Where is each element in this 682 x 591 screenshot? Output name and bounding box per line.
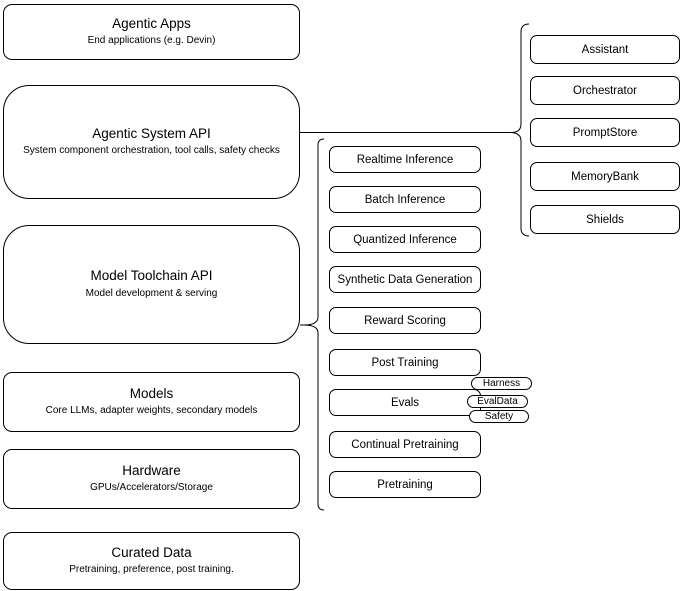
node-curated-data: Curated Data Pretraining, preference, po… [3,532,300,590]
component-label: Orchestrator [573,84,637,97]
service-label: Post Training [371,356,439,369]
service-label: Reward Scoring [364,314,446,327]
node-title: Model Toolchain API [90,268,213,284]
component-promptstore: PromptStore [530,118,680,147]
component-assistant: Assistant [530,35,680,64]
service-label: Realtime Inference [356,153,454,166]
node-models: Models Core LLMs, adapter weights, secon… [3,372,300,432]
component-label: MemoryBank [571,170,639,183]
component-label: PromptStore [572,126,638,139]
service-quantized-inference: Quantized Inference [329,226,481,253]
service-post-training: Post Training [329,349,481,376]
service-label: Quantized Inference [353,233,457,246]
node-subtitle: Pretraining, preference, post training. [69,564,234,576]
service-realtime-inference: Realtime Inference [329,146,481,173]
node-title: Curated Data [111,544,192,560]
component-memorybank: MemoryBank [530,162,680,191]
eval-component-evaldata: EvalData [467,395,528,408]
node-title: Models [129,385,174,401]
toolchain-services-bracket [303,138,325,511]
service-label: Continual Pretraining [351,438,459,451]
service-synthetic-data-generation: Synthetic Data Generation [329,266,481,293]
pill-label: Safety [484,410,514,422]
component-label: Shields [586,213,624,226]
service-batch-inference: Batch Inference [329,186,481,213]
node-title: Agentic Apps [112,15,191,31]
system-components-bracket [510,23,530,237]
node-subtitle: Model development & serving [85,287,218,299]
service-label: Batch Inference [364,193,446,206]
node-model-toolchain-api: Model Toolchain API Model development & … [3,225,300,344]
node-title: Agentic System API [92,125,211,141]
service-evals: Evals [329,389,481,416]
service-label: Evals [390,396,420,409]
eval-component-safety: Safety [469,410,529,423]
service-reward-scoring: Reward Scoring [329,307,481,334]
node-title: Hardware [122,462,181,478]
component-label: Assistant [581,43,629,56]
node-hardware: Hardware GPUs/Accelerators/Storage [3,449,300,509]
eval-component-harness: Harness [471,377,532,390]
service-pretraining: Pretraining [329,471,481,498]
node-agentic-apps: Agentic Apps End applications (e.g. Devi… [3,4,300,60]
node-subtitle: System component orchestration, tool cal… [23,145,280,157]
service-label: Synthetic Data Generation [337,273,473,286]
node-subtitle: GPUs/Accelerators/Storage [90,482,213,494]
node-subtitle: End applications (e.g. Devin) [87,35,216,47]
service-continual-pretraining: Continual Pretraining [329,431,481,458]
pill-label: EvalData [477,395,518,407]
node-agentic-system-api: Agentic System API System component orch… [3,85,300,199]
node-subtitle: Core LLMs, adapter weights, secondary mo… [45,405,258,417]
component-orchestrator: Orchestrator [530,76,680,105]
pill-label: Harness [482,377,521,389]
component-shields: Shields [530,205,680,234]
service-label: Pretraining [377,478,433,491]
